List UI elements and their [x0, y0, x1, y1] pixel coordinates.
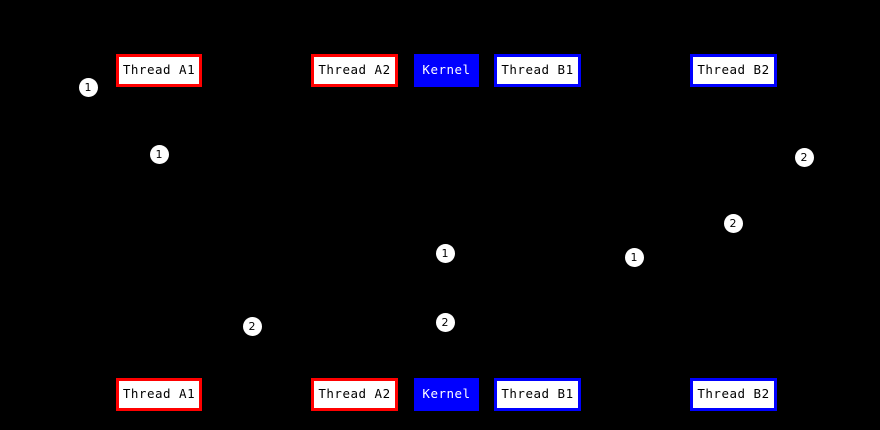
- participant-box-thread-a2-bottom[interactable]: Thread A2: [311, 378, 398, 411]
- step-badge-badge-a1-mid: 1: [149, 144, 169, 164]
- lifeline-thread-a1: [159, 87, 160, 378]
- step-badge-badge-kernel-1: 1: [435, 243, 455, 263]
- lifeline-thread-b1: [537, 87, 538, 378]
- participant-box-kernel-top[interactable]: Kernel: [414, 54, 479, 87]
- step-badge-badge-b2-mid: 2: [723, 213, 743, 233]
- participant-box-thread-b2-top[interactable]: Thread B2: [690, 54, 777, 87]
- participant-box-thread-b1-bottom[interactable]: Thread B1: [494, 378, 581, 411]
- lifeline-thread-a2: [354, 87, 355, 378]
- message-arrow-msg-a2-2: [252, 326, 354, 327]
- step-badge-badge-kernel-2: 2: [435, 312, 455, 332]
- lifeline-kernel: [446, 87, 447, 378]
- step-badge-badge-b2-top: 2: [794, 147, 814, 167]
- step-badge-badge-a1-top: 1: [78, 77, 98, 97]
- participant-box-thread-b1-top[interactable]: Thread B1: [494, 54, 581, 87]
- participant-box-thread-b2-bottom[interactable]: Thread B2: [690, 378, 777, 411]
- participant-box-thread-a1-bottom[interactable]: Thread A1: [116, 378, 202, 411]
- step-badge-badge-b1-1: 1: [624, 247, 644, 267]
- participant-box-kernel-bottom[interactable]: Kernel: [414, 378, 479, 411]
- lifeline-thread-b2: [733, 87, 734, 378]
- step-badge-badge-a2-2: 2: [242, 316, 262, 336]
- participant-box-thread-a2-top[interactable]: Thread A2: [311, 54, 398, 87]
- message-arrow-msg-b1-1: [537, 257, 634, 258]
- participant-box-thread-a1-top[interactable]: Thread A1: [116, 54, 202, 87]
